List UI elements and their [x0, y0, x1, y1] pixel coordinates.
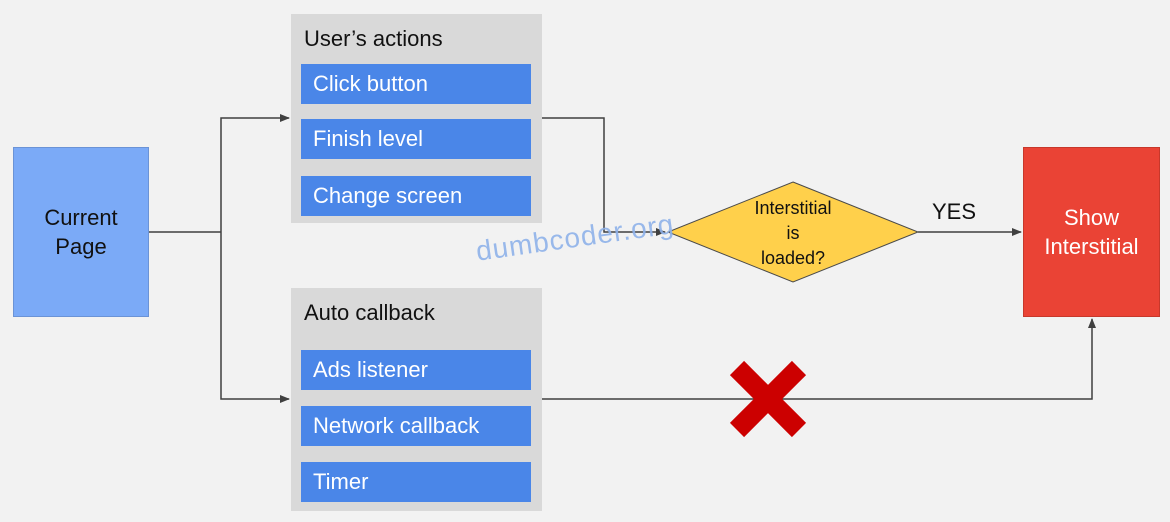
- decision-diamond: [666, 181, 920, 283]
- decision-label-line-3: loaded?: [760, 248, 826, 268]
- connector-user-actions-to-decision: [542, 117, 666, 236]
- decision-label: Interstitial is loaded?: [718, 196, 868, 271]
- change-screen-item: Change screen: [301, 176, 531, 216]
- auto-callback-title: Auto callback: [304, 300, 435, 325]
- ads-listener-item: Ads listener: [301, 350, 531, 390]
- decision-label-line-1: Interstitial: [754, 198, 832, 218]
- yes-label: YES: [932, 199, 977, 224]
- user-actions-title: User’s actions: [304, 26, 443, 51]
- show-interstitial-label-line-1: Show: [1063, 205, 1120, 230]
- click-button-item: Click button: [301, 64, 531, 104]
- user-actions-group: User’s actions Click button Finish level…: [291, 14, 542, 223]
- current-page-label-line-2: Page: [55, 234, 107, 259]
- cross-icon: [729, 360, 807, 438]
- show-interstitial-box: Show Interstitial: [1023, 147, 1160, 317]
- timer-item: Timer: [301, 462, 531, 502]
- auto-callback-group: Auto callback Ads listener Network callb…: [291, 288, 542, 511]
- network-callback-item: Network callback: [301, 406, 531, 446]
- connector-auto-callback-to-show: [542, 318, 1096, 400]
- connector-split-to-auto-callback: [220, 232, 290, 403]
- finish-level-item: Finish level: [301, 119, 531, 159]
- connector-split-to-user-actions: [220, 114, 290, 232]
- decision-label-line-2: is: [786, 223, 800, 243]
- current-page-box: Current Page: [13, 147, 149, 317]
- current-page-label-line-1: Current: [44, 205, 118, 230]
- show-interstitial-label-line-2: Interstitial: [1044, 234, 1139, 259]
